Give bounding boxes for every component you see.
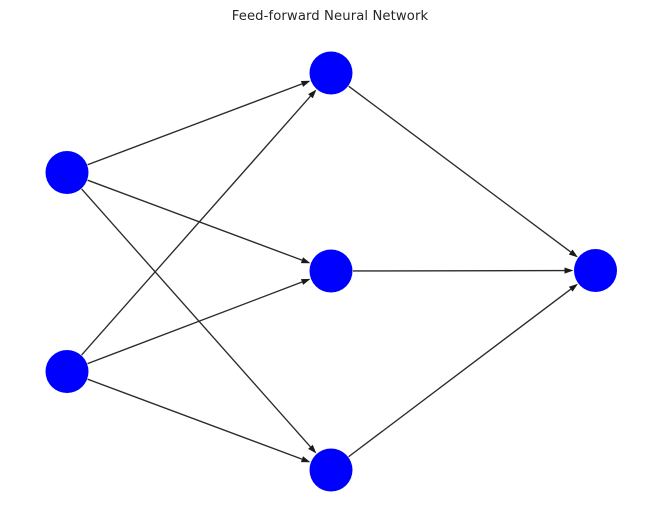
graph-node-i1[interactable] (45, 151, 89, 194)
arrowhead-icon (300, 257, 311, 264)
graph-edge-h3-to-o1 (348, 283, 578, 458)
edge-layer (81, 80, 578, 463)
graph-node-h3[interactable] (309, 448, 353, 492)
arrowhead-icon (300, 80, 311, 87)
edge-line (87, 83, 303, 166)
figure-title: Feed-forward Neural Network (231, 9, 429, 24)
graph-node-h2[interactable] (309, 249, 353, 293)
edge-line (81, 95, 311, 356)
edge-line (348, 288, 572, 458)
graph-edge-h2-to-o1 (352, 267, 574, 274)
graph-node-i2[interactable] (45, 350, 89, 393)
node-layer (45, 51, 617, 492)
graph-edge-i2-to-h1 (81, 89, 317, 356)
edge-line (348, 85, 572, 253)
arrowhead-icon (568, 283, 578, 292)
arrowhead-icon (308, 444, 317, 454)
graph-node-h1[interactable] (309, 51, 353, 95)
edge-line (87, 179, 303, 261)
arrowhead-icon (300, 278, 311, 285)
arrowhead-icon (568, 249, 578, 258)
graph-edge-h1-to-o1 (348, 85, 578, 258)
graph-edge-i1-to-h3 (81, 188, 317, 454)
graph-edge-i1-to-h2 (87, 179, 311, 264)
graph-edge-i1-to-h1 (87, 80, 311, 166)
edge-line (81, 188, 311, 448)
graph-edge-i2-to-h2 (87, 278, 311, 365)
arrowhead-icon (564, 267, 574, 274)
edge-line (87, 378, 303, 460)
arrowhead-icon (308, 89, 317, 99)
edge-line (87, 281, 303, 365)
arrowhead-icon (300, 456, 311, 463)
graph-node-o1[interactable] (574, 249, 617, 292)
graph-edge-i2-to-h3 (87, 378, 311, 463)
